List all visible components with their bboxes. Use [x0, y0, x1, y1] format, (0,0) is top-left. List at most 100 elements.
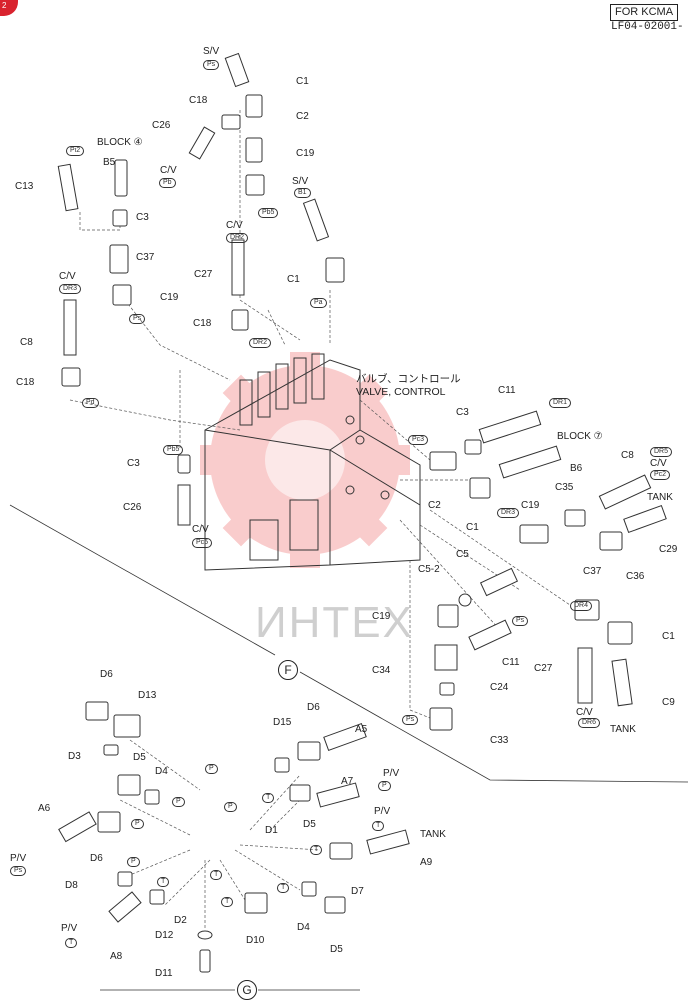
c1-fitting-mid: [325, 257, 345, 283]
a5-hose: [323, 722, 367, 752]
label-c19b: C19: [160, 292, 179, 303]
c26-adapter-top: [188, 126, 216, 160]
label-c3a: C3: [136, 212, 149, 223]
c1-fitting-right: [469, 477, 491, 499]
label-d8: D8: [65, 880, 78, 891]
label-d4b: D4: [297, 922, 310, 933]
gear-watermark-hub: [265, 420, 345, 500]
label-d12: D12: [155, 930, 174, 941]
label-d6b: D6: [307, 702, 320, 713]
label-c37b: C37: [583, 566, 602, 577]
label-c26b: C26: [123, 502, 142, 513]
label-c1b: C1: [287, 274, 300, 285]
d13-fitting: [113, 714, 141, 738]
label-d13: D13: [138, 690, 157, 701]
port-tag-p4: P: [131, 819, 144, 829]
port-tag-dr2: DR2: [226, 233, 249, 243]
d6-fitting-top: [85, 701, 109, 721]
label-sv2: S/V: [292, 176, 309, 187]
port-tag-t6: T: [277, 883, 290, 893]
d4-fitting-top: [144, 789, 160, 805]
label-d1: D1: [265, 825, 278, 836]
c8-hose-left: [63, 299, 77, 356]
label-b5: B5: [103, 157, 116, 168]
c13-hose: [57, 163, 79, 212]
leader-lines: [69, 110, 571, 930]
label-c19a: C19: [296, 148, 315, 159]
label-a8: A8: [110, 951, 123, 962]
drawing-code: LF04-02001-: [611, 21, 684, 33]
label-pv1: P/V: [383, 768, 400, 779]
d8-fitting: [117, 871, 133, 887]
port-tag-p3: P: [224, 802, 237, 812]
label-pv2: P/V: [374, 806, 391, 817]
port-tag-t8: T: [210, 870, 223, 880]
c2-fitting-right: [429, 451, 457, 471]
model-tag: FOR KCMA: [610, 4, 679, 21]
c34-block: [434, 644, 458, 671]
label-cv3: C/V: [59, 271, 76, 282]
port-tag-pb: Pb: [159, 178, 176, 188]
a7-hose: [316, 782, 360, 808]
c27-hose-right: [577, 647, 593, 704]
sv-hose-top: [224, 52, 250, 88]
label-d5a: D5: [133, 752, 146, 763]
label-d7: D7: [351, 886, 364, 897]
label-c1d: C1: [662, 631, 675, 642]
a6-hose: [58, 811, 97, 843]
label-c27a: C27: [194, 269, 213, 280]
c26-hose-left: [177, 484, 191, 526]
label-c34: C34: [372, 665, 391, 676]
label-a6: A6: [38, 803, 51, 814]
c18-fitting-top: [221, 114, 241, 130]
c37-fitting-top: [109, 244, 129, 274]
label-c9: C9: [662, 697, 675, 708]
port-tag-t3: T: [310, 845, 323, 855]
label-d4a: D4: [155, 766, 168, 777]
label-cv4: C/V: [650, 458, 667, 469]
port-tag-ps3: Ps: [512, 616, 529, 626]
label-tank3: TANK: [420, 829, 446, 840]
label-d10: D10: [246, 935, 265, 946]
label-cv2: C/V: [226, 220, 243, 231]
label-block4: BLOCK ④: [97, 137, 143, 148]
label-c24: C24: [490, 682, 509, 693]
port-tag-pd: Pd: [82, 398, 99, 408]
section-marker-g: G: [237, 980, 257, 1000]
d5-fitting-mid: [289, 784, 311, 802]
port-tag-t5: T: [221, 897, 234, 907]
port-tag-p5: P: [127, 857, 140, 867]
label-d2: D2: [174, 915, 187, 926]
c2-fitting-top: [245, 137, 263, 163]
label-c13: C13: [15, 181, 34, 192]
label-c3b: C3: [456, 407, 469, 418]
label-c1a: C1: [296, 76, 309, 87]
c18-fitting-mid: [231, 309, 249, 331]
port-tag-t7: T: [65, 938, 78, 948]
label-c1c: C1: [466, 522, 479, 533]
label-d15: D15: [273, 717, 292, 728]
c5-2-oring: [458, 593, 472, 607]
label-cv5: C/V: [192, 524, 209, 535]
d6-fitting-right: [297, 741, 321, 761]
port-tag-p2: P: [172, 797, 185, 807]
port-tag-b1: B1: [294, 188, 311, 198]
label-c19d: C19: [372, 611, 391, 622]
port-tag-pb5: Pb5: [258, 208, 279, 218]
c1-elbow-top: [245, 94, 263, 118]
port-tag-ps5: Ps: [10, 866, 27, 876]
c24-fitting: [439, 682, 455, 696]
label-c26a: C26: [152, 120, 171, 131]
d6-fitting-left: [97, 811, 121, 833]
d5-fitting-bottom: [324, 896, 346, 914]
label-cv6: C/V: [576, 707, 593, 718]
port-tag-ps1: Ps: [203, 60, 220, 70]
a9-hose: [366, 829, 410, 855]
port-tag-pc3: Pc3: [408, 435, 429, 445]
port-tag-t2: T: [372, 821, 385, 831]
port-tag-dr5: DR5: [650, 447, 673, 457]
parts-right: [429, 410, 667, 731]
c11-hose-lower: [468, 619, 512, 651]
port-tag-pc5: Pc5: [192, 538, 213, 548]
